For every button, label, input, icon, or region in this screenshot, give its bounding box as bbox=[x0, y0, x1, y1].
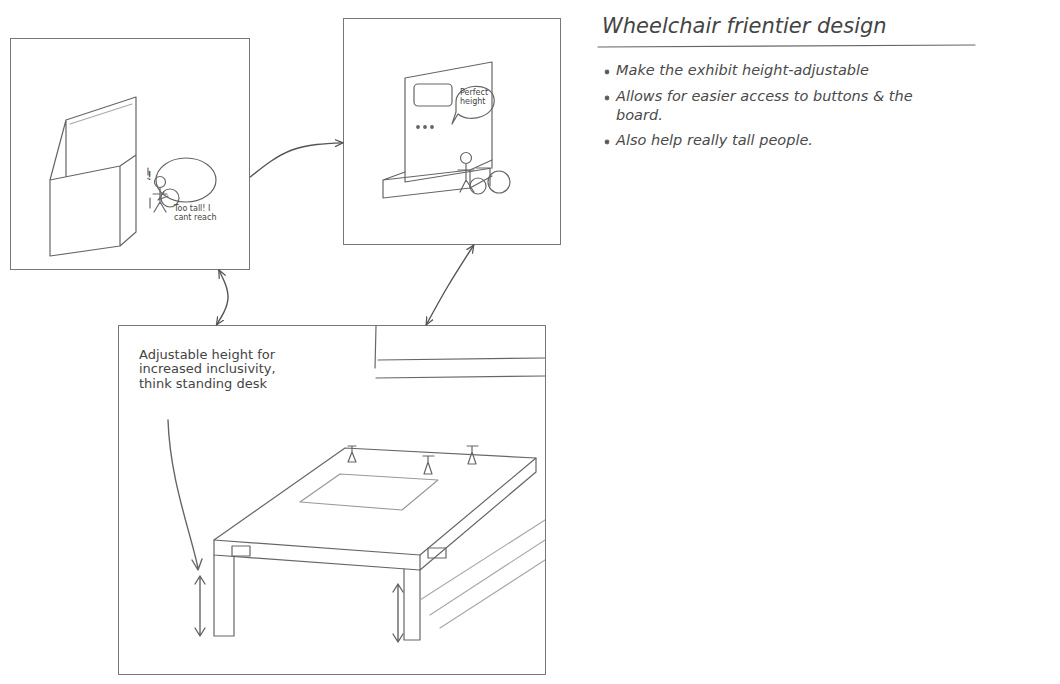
adjustable-table bbox=[214, 448, 545, 640]
storyboard-panel: Perfect height bbox=[343, 18, 561, 245]
title-underline bbox=[598, 45, 975, 47]
height-arrows bbox=[168, 420, 403, 642]
panel-note: ! bbox=[147, 169, 157, 183]
bullet-dot bbox=[605, 96, 609, 100]
speech-tail bbox=[158, 192, 168, 200]
lowered-exhibit bbox=[383, 62, 492, 198]
storyboard-panel: Adjustable height for increased inclusiv… bbox=[118, 325, 546, 675]
bullet-note: Also help really tall people. bbox=[616, 131, 1036, 150]
speech-bubble bbox=[156, 158, 216, 202]
bullet-dot bbox=[605, 70, 609, 74]
flow-arrow bbox=[216, 270, 228, 325]
tall-exhibit bbox=[50, 97, 136, 256]
wheelchair-user bbox=[458, 153, 510, 195]
flow-arrow bbox=[250, 143, 343, 177]
storyboard-panel: ! Too tall! I cant reach bbox=[10, 38, 250, 270]
flow-arrow bbox=[426, 245, 474, 325]
speech-text: Perfect height bbox=[460, 89, 494, 107]
button-panel bbox=[232, 546, 250, 556]
small-figures bbox=[348, 446, 478, 474]
speech-bubble bbox=[452, 86, 494, 124]
panel-note: Adjustable height for increased inclusiv… bbox=[139, 348, 309, 391]
bullet-dot bbox=[605, 140, 609, 144]
button-panel bbox=[428, 548, 446, 558]
room-lines bbox=[375, 326, 545, 378]
speech-text: Too tall! I cant reach bbox=[174, 205, 220, 223]
bullet-note: Make the exhibit height-adjustable bbox=[616, 61, 1036, 80]
bullet-note: Allows for easier access to buttons & th… bbox=[616, 87, 936, 125]
sketch-title: Wheelchair frientier design bbox=[602, 14, 887, 38]
